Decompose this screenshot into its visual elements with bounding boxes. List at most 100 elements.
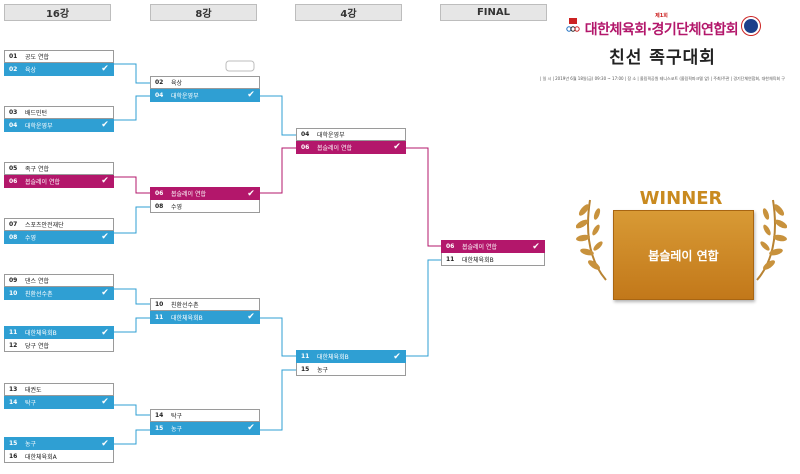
team-seed: 06 [301,143,310,151]
team-name: 농구 [317,366,329,374]
check-icon: ✔ [101,288,109,298]
team-seed: 15 [9,440,18,447]
team-seed: 14 [155,412,164,419]
team-slot-winner[interactable]: 11 대한체육회B ✔ [150,311,260,324]
team-slot[interactable]: 05 족구 연합 [4,162,114,175]
team-seed: 02 [9,65,18,73]
team-name: 대한체육회B [25,330,57,337]
team-name: 족구 연합 [25,166,49,173]
check-icon: ✔ [247,312,255,322]
event-info: | 일 시 | 2019년 6월 18일(금) 09:30 ~ 17:00 | … [540,76,785,81]
winner-panel: WINNER 봅슬레이 연합 [574,182,788,306]
team-seed: 05 [9,165,18,172]
team-seed: 09 [9,277,18,284]
team-name: 수영 [25,234,37,242]
team-seed: 14 [9,398,18,406]
team-seed: 10 [9,289,18,297]
qf-match-4: 14 탁구 15 농구 ✔ [150,409,260,435]
check-icon: ✔ [101,120,109,130]
team-seed: 08 [155,202,164,210]
team-slot[interactable]: 11 대한체육회B [441,253,545,266]
team-slot[interactable]: 07 스포츠안전재단 [4,218,114,231]
champion-name: 봅슬레이 연합 [648,248,719,263]
team-slot[interactable]: 04 대학운영부 [296,128,406,141]
organizer-line: 제1회 대한체육회·경기단체연합회 [540,12,785,39]
team-slot-winner[interactable]: 11 대한체육회B ✔ [4,326,114,339]
team-slot[interactable]: 15 농구 [296,363,406,376]
team-seed: 07 [9,221,18,228]
team-seed: 16 [9,452,18,460]
team-seed: 15 [301,365,310,373]
team-seed: 11 [9,329,18,336]
check-icon: ✔ [101,327,109,338]
team-seed: 15 [155,424,164,432]
team-name: 봅슬레이 연합 [317,144,353,152]
laurel-right-icon [756,199,787,281]
team-name: 배드민턴 [25,110,48,117]
team-seed: 04 [301,131,310,138]
event-title: 친선 족구대회 [609,48,716,68]
check-icon: ✔ [247,423,255,433]
edition-label: 제1회 [655,13,668,19]
team-name: 농구 [171,425,183,433]
check-icon: ✔ [101,64,109,74]
team-name: 봅슬레이 연합 [25,178,61,186]
team-name: 탁구 [171,413,183,420]
event-header: 제1회 대한체육회·경기단체연합회 친선 족구대회 | 일 시 | 2019년 … [540,12,785,82]
team-seed: 12 [9,341,18,349]
team-seed: 11 [446,255,455,263]
team-seed: 11 [155,313,164,321]
round-header-4: 4강 [295,4,402,21]
champion-box: 봅슬레이 연합 [613,210,754,300]
team-name: 대한체육회B [462,256,494,264]
team-seed: 11 [301,353,310,360]
team-seed: 10 [155,301,164,308]
team-name: 대한체육회B [317,354,349,361]
winner-title: WINNER [639,188,723,209]
team-name: 대한체육회B [171,314,203,322]
check-icon: ✔ [101,232,109,242]
team-name: 육상 [25,66,37,74]
team-seed: 06 [446,243,455,250]
team-seed: 13 [9,386,18,393]
check-icon: ✔ [101,438,109,449]
team-seed: 06 [9,177,18,185]
team-name: 스포츠안전재단 [25,222,64,229]
team-slot-winner[interactable]: 02 육상 ✔ [4,63,114,76]
check-icon: ✔ [247,188,255,199]
team-slot[interactable]: 14 탁구 [150,409,260,422]
team-slot-winner[interactable]: 15 농구 ✔ [150,422,260,435]
team-name: 대학운영부 [317,132,345,139]
check-icon: ✔ [101,397,109,407]
